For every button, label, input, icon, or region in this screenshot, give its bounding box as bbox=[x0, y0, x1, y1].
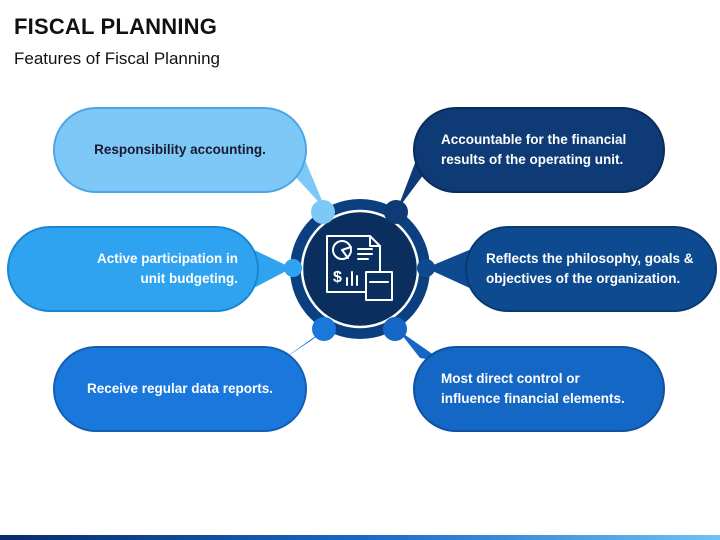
page-subtitle: Features of Fiscal Planning bbox=[14, 49, 220, 68]
dot-reports bbox=[312, 317, 336, 341]
dot-participation bbox=[284, 259, 302, 277]
center-hub-inner bbox=[300, 209, 420, 329]
pill-control bbox=[413, 346, 665, 432]
dot-philosophy bbox=[417, 259, 435, 277]
connector-reports bbox=[282, 330, 324, 360]
feature-text-participation: Active participation in unit budgeting. bbox=[96, 251, 238, 286]
connector-participation bbox=[250, 248, 292, 290]
dot-accountable bbox=[384, 200, 408, 224]
feature-text-philosophy: Reflects the philosophy, goals & objecti… bbox=[486, 251, 694, 286]
feature-text-accountable: Accountable for the financial results of… bbox=[441, 132, 627, 167]
feature-text-reports: Receive regular data reports. bbox=[86, 381, 274, 397]
pill-participation bbox=[7, 226, 259, 312]
pill-philosophy bbox=[465, 226, 717, 312]
pill-reports bbox=[53, 346, 307, 432]
bottom-accent-bar bbox=[0, 535, 720, 540]
page-title: FISCAL PLANNING bbox=[14, 14, 218, 39]
dot-responsibility bbox=[311, 200, 335, 224]
svg-text:$: $ bbox=[333, 269, 342, 286]
financial-report-icon: $ bbox=[326, 235, 393, 301]
dot-control bbox=[383, 317, 407, 341]
feature-text-responsibility: Responsibility accounting. bbox=[94, 142, 266, 158]
pill-responsibility bbox=[53, 107, 307, 193]
connector-philosophy bbox=[426, 248, 474, 290]
feature-text-control: Most direct control or influence financi… bbox=[441, 371, 625, 406]
pill-accountable bbox=[413, 107, 665, 193]
